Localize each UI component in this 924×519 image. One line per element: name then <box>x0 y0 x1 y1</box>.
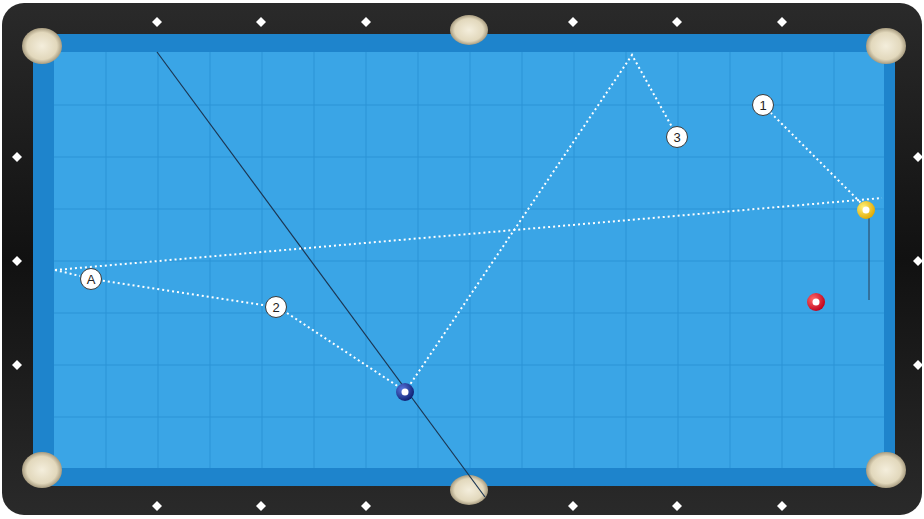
grid-line <box>522 52 523 468</box>
grid-line <box>262 52 263 468</box>
grid-line <box>54 313 884 314</box>
callout-number: A <box>87 273 96 286</box>
grid-line <box>54 157 884 158</box>
callout-number: 2 <box>272 301 279 314</box>
grid-line <box>730 52 731 468</box>
pockets <box>450 475 488 505</box>
callout-circle: 1 <box>752 94 774 116</box>
rail-diamond <box>152 501 162 511</box>
rail-diamond <box>913 360 923 370</box>
callout-circle: 3 <box>666 126 688 148</box>
rail-diamonds <box>12 17 923 511</box>
grid-line <box>210 52 211 468</box>
rail-diamond <box>152 17 162 27</box>
balls <box>402 389 409 396</box>
ball-paths <box>405 55 672 392</box>
grid-line <box>54 365 884 366</box>
grid-line <box>834 52 835 468</box>
rail-diamond <box>672 501 682 511</box>
grid-line <box>626 52 627 468</box>
balls <box>396 201 875 401</box>
rail-diamond <box>12 256 22 266</box>
grid-line <box>470 52 471 468</box>
grid-line <box>782 52 783 468</box>
cushion <box>33 34 895 486</box>
rail-diamond <box>913 256 923 266</box>
grid-line <box>54 261 884 262</box>
pockets <box>22 15 906 505</box>
ball-paths <box>55 270 80 276</box>
ball-paths <box>771 113 864 206</box>
balls <box>396 383 414 401</box>
rail-diamond <box>777 501 787 511</box>
grid-lines <box>54 52 884 468</box>
aim-line <box>157 52 485 497</box>
cushion <box>33 34 895 486</box>
ball-paths <box>55 55 882 392</box>
rail-diamond <box>361 17 371 27</box>
ball-path <box>103 281 264 305</box>
rail-diamond <box>568 17 578 27</box>
balls <box>863 207 870 214</box>
grid-line <box>158 52 159 468</box>
cloth <box>54 52 884 468</box>
grid-line <box>54 417 884 418</box>
grid-line <box>106 52 107 468</box>
aim-line <box>157 52 869 497</box>
grid-line <box>574 52 575 468</box>
rail-diamond <box>361 501 371 511</box>
pockets <box>22 28 62 64</box>
rail-diamond <box>12 360 22 370</box>
ball-path-line <box>103 281 264 305</box>
rail-diamond <box>568 501 578 511</box>
rail-diamond <box>913 152 923 162</box>
rail-diamond <box>256 501 266 511</box>
grid-line <box>54 209 884 210</box>
rail-diamond <box>672 17 682 27</box>
aim-line <box>869 218 870 300</box>
balls <box>813 299 820 306</box>
ball-paths <box>287 313 402 389</box>
pockets <box>866 452 906 488</box>
callout-circle: 2 <box>265 296 287 318</box>
callout-circle: A <box>80 268 102 290</box>
balls <box>857 201 875 219</box>
callout-number: 1 <box>759 99 766 112</box>
grid-line <box>314 52 315 468</box>
grid-line <box>366 52 367 468</box>
rail-diamond <box>256 17 266 27</box>
rail-diamond <box>777 17 787 27</box>
pockets <box>22 452 62 488</box>
grid-line <box>678 52 679 468</box>
cloth <box>54 52 884 468</box>
balls <box>807 293 825 311</box>
callout-number: 3 <box>673 131 680 144</box>
rail <box>2 3 922 515</box>
rail-diamond <box>12 152 22 162</box>
pockets <box>866 28 906 64</box>
ball-paths <box>55 198 882 270</box>
rail <box>2 3 922 515</box>
pockets <box>450 15 488 45</box>
